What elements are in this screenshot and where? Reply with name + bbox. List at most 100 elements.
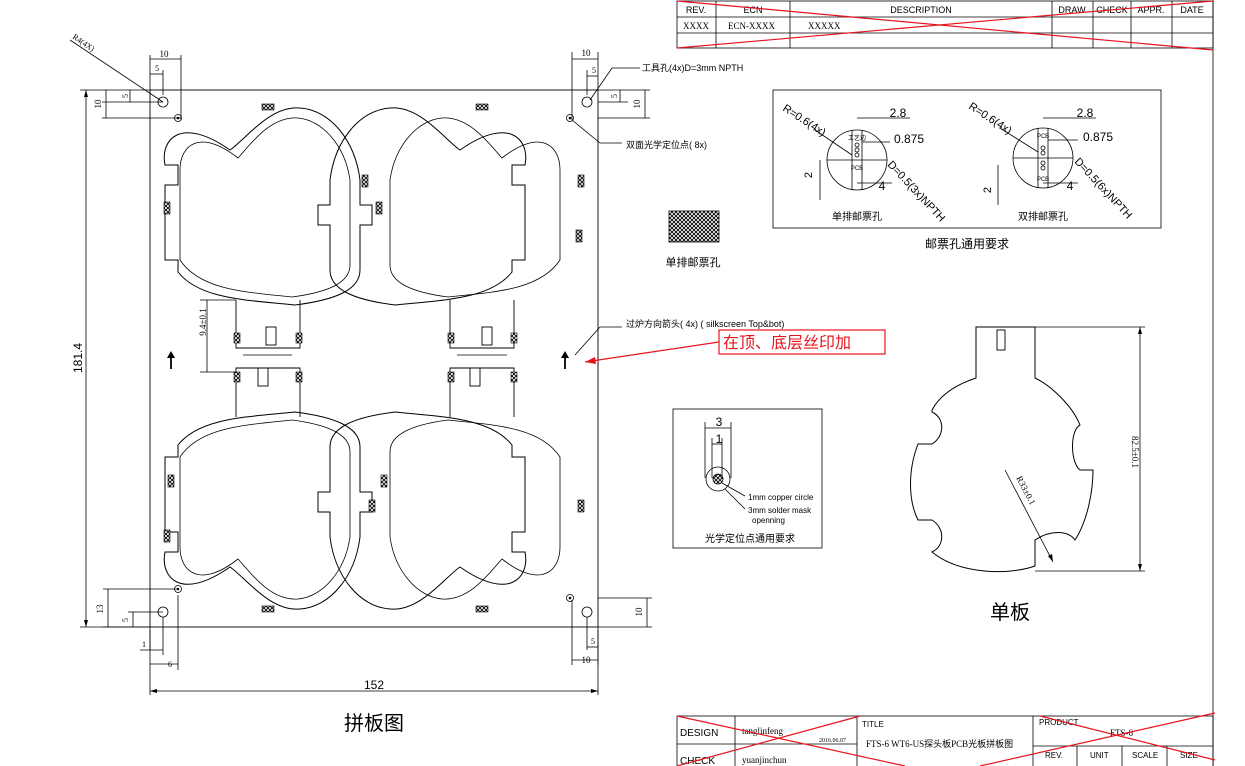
- size-label: SIZE: [1180, 751, 1198, 760]
- svg-text:R=0.6(4x): R=0.6(4x): [966, 100, 1013, 137]
- fiducial-detail: 3 1 1mm copper circle 3mm solder mask op…: [672, 408, 823, 549]
- svg-text:2.8: 2.8: [1077, 106, 1094, 120]
- svg-text:2: 2: [803, 172, 815, 178]
- svg-text:单排邮票孔: 单排邮票孔: [832, 210, 882, 223]
- ecn-cell: ECN-XXXX: [728, 21, 775, 31]
- corner-dims-bottom-right: 10 5 10: [571, 597, 652, 665]
- single-row-detail: 工艺边 PCB 2.8 0.875 R=0.6(4x) 2 4 D=0.5(3x…: [780, 102, 947, 224]
- dim-gap: 9.4±0.1: [198, 308, 208, 335]
- arrow-up-icon: [561, 351, 569, 369]
- arrow-note: 过炉方向箭头( 4x) ( silkscreen Top&bot): [626, 318, 784, 329]
- tooling-holes: [157, 96, 593, 618]
- strike-line: [1039, 715, 1216, 761]
- strike-line: [676, 715, 906, 766]
- svg-text:5: 5: [591, 637, 595, 646]
- fiducial-note: 双面光学定位点( 8x): [626, 139, 707, 150]
- svg-text:1: 1: [142, 640, 146, 649]
- svg-text:PCB: PCB: [1037, 177, 1049, 183]
- board-bottom-right: [317, 411, 527, 610]
- fiducial-detail-title: 光学定位点通用要求: [705, 532, 795, 545]
- checker: yuanjinchun: [742, 755, 787, 765]
- ecn-header: ECN: [743, 5, 762, 15]
- design-date: 2016.06.07: [819, 738, 846, 744]
- title-label: TITLE: [862, 720, 884, 729]
- stamp-hole-detail-title: 邮票孔通用要求: [925, 237, 1009, 251]
- svg-text:5: 5: [155, 64, 159, 73]
- svg-text:10: 10: [582, 48, 592, 58]
- strike-line: [676, 0, 1214, 49]
- product-label: PRODUCT: [1039, 718, 1079, 727]
- panel-drawing: 152 181.4 9.4±0.1 10 5 10 5 R: [69, 32, 886, 735]
- svg-text:10: 10: [160, 49, 170, 59]
- svg-text:10: 10: [582, 655, 592, 665]
- double-row-detail: PCB PCB 2.8 0.875 R=0.6(4x) 2 4 D=0.5(6x…: [966, 100, 1134, 223]
- designer: tanglinfeng: [742, 726, 783, 736]
- svg-text:双排邮票孔: 双排邮票孔: [1018, 210, 1068, 223]
- svg-text:2: 2: [982, 187, 994, 193]
- svg-text:PCB: PCB: [1037, 134, 1049, 140]
- strike-line: [676, 715, 861, 766]
- strike-line: [676, 0, 1214, 51]
- svg-text:0.875: 0.875: [894, 132, 924, 146]
- svg-text:4: 4: [1067, 179, 1074, 193]
- revision-table: REV. ECN DESCRIPTION DRAW CHECK APPR. DA…: [676, 0, 1214, 51]
- svg-text:10: 10: [634, 607, 644, 617]
- description-header: DESCRIPTION: [890, 5, 952, 15]
- svg-text:10: 10: [93, 99, 103, 109]
- title-block: DESIGN CHECK tanglinfeng 2016.06.07 yuan…: [676, 712, 1216, 766]
- dim-width: 152: [364, 678, 384, 692]
- svg-text:2.8: 2.8: [890, 106, 907, 120]
- rev-cell: XXXX: [683, 21, 709, 31]
- stamp-hole-detail: 工艺边 PCB 2.8 0.875 R=0.6(4x) 2 4 D=0.5(3x…: [772, 89, 1162, 251]
- svg-text:5: 5: [121, 618, 130, 622]
- date-header: DATE: [1180, 5, 1203, 15]
- board-top-right: [317, 107, 527, 306]
- check-label: CHECK: [680, 756, 715, 766]
- rev-header: REV.: [686, 5, 706, 15]
- description-cell: XXXXX: [808, 21, 841, 31]
- svg-text:PCB: PCB: [851, 166, 863, 172]
- svg-text:D=0.5(6x)NPTH: D=0.5(6x)NPTH: [1072, 156, 1134, 222]
- panel-caption: 拼板图: [344, 712, 404, 735]
- svg-text:5: 5: [592, 66, 596, 75]
- rev-label: REV.: [1045, 751, 1063, 760]
- stamp-hole-sample: 单排邮票孔: [666, 210, 721, 269]
- corner-dims-bottom-left: 13 5 1 6: [95, 588, 179, 670]
- single-board-height: 82.5±0.1: [1130, 436, 1140, 468]
- svg-text:工艺边: 工艺边: [848, 134, 866, 142]
- svg-text:5: 5: [610, 94, 619, 98]
- stamp-hole-tabs: [163, 103, 585, 613]
- tooling-hole-note: 工具孔(4x)D=3mm NPTH: [642, 63, 743, 73]
- red-leader-line: [584, 341, 720, 363]
- fiducial-marks: [174, 114, 574, 602]
- arrow-up-icon: [167, 351, 175, 369]
- unit-label: UNIT: [1090, 751, 1109, 760]
- single-board-radius: R33±0.1: [1014, 474, 1037, 506]
- corner-dims-top-right: 10 5 10 5 工具孔(4x)D=3mm NPTH 双面光学定位点( 8x): [571, 48, 743, 150]
- svg-text:D=0.5(3x)NPTH: D=0.5(3x)NPTH: [885, 159, 947, 225]
- svg-text:3: 3: [716, 415, 723, 429]
- svg-text:10: 10: [632, 99, 642, 109]
- dim-height: 181.4: [71, 343, 85, 373]
- appr-header: APPR.: [1137, 5, 1164, 15]
- scale-label: SCALE: [1132, 751, 1158, 760]
- title-value: FTS-6 WT6-US探头板PCB光板拼板图: [866, 738, 1013, 749]
- svg-text:1: 1: [716, 432, 723, 446]
- arrow-note-red: 在顶、底层丝印加: [723, 334, 851, 352]
- svg-text:5: 5: [121, 94, 130, 98]
- svg-text:6: 6: [168, 660, 172, 669]
- strike-line: [979, 712, 1216, 766]
- svg-text:0.875: 0.875: [1083, 130, 1113, 144]
- svg-text:1mm copper circle: 1mm copper circle: [748, 493, 814, 502]
- single-board-caption: 单板: [990, 601, 1030, 624]
- svg-text:3mm solder mask: 3mm solder mask: [748, 506, 812, 515]
- svg-text:4: 4: [879, 179, 886, 193]
- svg-text:13: 13: [95, 604, 105, 614]
- single-board: 82.5±0.1 R33±0.1 单板: [910, 326, 1145, 624]
- panel-outline: [149, 89, 599, 628]
- design-label: DESIGN: [680, 728, 718, 739]
- revision-table-border: [676, 0, 1214, 49]
- product-value: FTS-6: [1110, 728, 1134, 738]
- stamp-hole-label: 单排邮票孔: [666, 255, 721, 269]
